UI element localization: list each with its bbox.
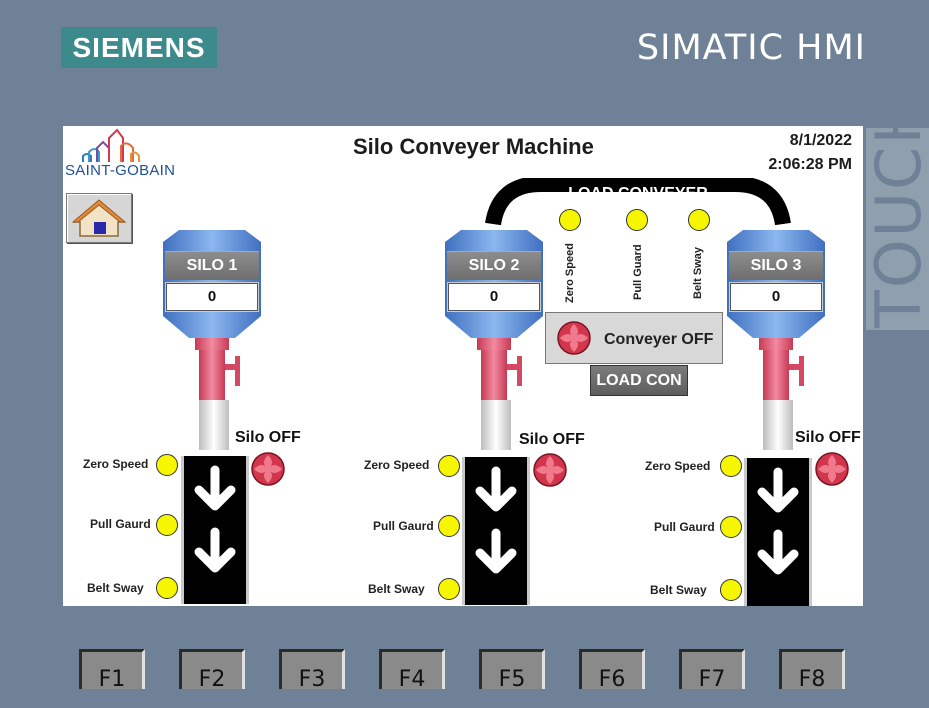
conveyer-sensor-label: Zero Speed	[564, 243, 576, 303]
silo-2-fan-icon	[533, 453, 567, 487]
silo-2-value: 0	[447, 282, 541, 312]
silo-3-status: Silo OFF	[795, 429, 861, 446]
silo-1-sensor-lamp	[156, 454, 178, 476]
silo-1-status: Silo OFF	[235, 429, 301, 446]
silo-3-value: 0	[729, 282, 823, 312]
company-name: SAINT-GOBAIN	[65, 162, 176, 179]
load-conveyer-title: LOAD CONVEYER	[568, 185, 708, 202]
silo-2-status: Silo OFF	[519, 431, 585, 448]
conveyer-sensor-lamp	[626, 209, 648, 231]
date-display: 8/1/2022	[789, 132, 852, 149]
silo-3-sensor-lamp	[720, 455, 742, 477]
silo-1-name: SILO 1	[165, 251, 259, 280]
silo-2-sensor-label: Belt Sway	[368, 582, 425, 596]
saint-gobain-logo: SAINT-GOBAIN	[65, 128, 185, 179]
silo-2-sensor-lamp	[438, 455, 460, 477]
time-display: 2:06:28 PM	[768, 156, 852, 173]
conveyer-fan-icon	[557, 321, 591, 355]
down-arrow-icons	[194, 465, 236, 573]
load-con-button[interactable]: LOAD CON	[590, 365, 688, 396]
silo-3-sensor-label: Pull Gaurd	[654, 520, 715, 534]
silo-3-sensor-lamp	[720, 579, 742, 601]
down-arrow-icons	[757, 467, 799, 575]
silo-2-sensor-label: Pull Gaurd	[373, 519, 434, 533]
silo-1-belt	[181, 456, 249, 604]
siemens-logo: SIEMENS	[61, 27, 217, 68]
conveyer-sensor-label: Pull Guard	[632, 244, 644, 300]
f4-key[interactable]: F4	[379, 649, 445, 692]
page-title: Silo Conveyer Machine	[353, 134, 594, 159]
down-arrow-icons	[475, 466, 517, 574]
silo-2-sensor-lamp	[438, 515, 460, 537]
f6-key[interactable]: F6	[579, 649, 645, 692]
silo-3-sensor-label: Zero Speed	[645, 459, 711, 473]
silo-2-name: SILO 2	[447, 251, 541, 280]
f7-key[interactable]: F7	[679, 649, 745, 692]
silo-3-belt	[744, 458, 812, 606]
f3-key[interactable]: F3	[279, 649, 345, 692]
saint-gobain-skyline-icon	[82, 128, 140, 162]
silo-1-sensor-lamp	[156, 577, 178, 599]
silo-1-fan-icon	[251, 452, 285, 486]
silo-1-sensor-label: Pull Gaurd	[90, 517, 151, 531]
silo-1-value: 0	[165, 282, 259, 312]
conveyer-status-text: Conveyer OFF	[604, 331, 714, 348]
silo-1-sensor-label: Zero Speed	[83, 457, 149, 471]
f5-key[interactable]: F5	[479, 649, 545, 692]
f2-key[interactable]: F2	[179, 649, 245, 692]
conveyer-sensor-lamp	[559, 209, 581, 231]
conveyer-arch	[485, 178, 791, 226]
conveyer-sensor-lamp	[688, 209, 710, 231]
silo-3-name: SILO 3	[729, 251, 823, 280]
hmi-screen: SAINT-GOBAIN Silo Conveyer Machine 8/1/2…	[63, 126, 863, 606]
f1-key[interactable]: F1	[79, 649, 145, 692]
silo-2-belt	[462, 457, 530, 605]
home-icon	[71, 199, 127, 237]
silo-2-sensor-label: Zero Speed	[364, 458, 430, 472]
home-button[interactable]	[66, 193, 132, 243]
silo-1-sensor-lamp	[156, 514, 178, 536]
simatic-hmi-label: SIMATIC HMI	[636, 28, 866, 68]
touch-label: TOUCH	[862, 96, 929, 330]
conveyer-sensor-label: Belt Sway	[692, 247, 704, 299]
silo-3-sensor-label: Belt Sway	[650, 583, 707, 597]
conveyer-status-panel: Conveyer OFF	[545, 312, 723, 364]
silo-1-sensor-label: Belt Sway	[87, 581, 144, 595]
silo-3-sensor-lamp	[720, 516, 742, 538]
silo-3-fan-icon	[815, 452, 849, 486]
silo-2-sensor-lamp	[438, 578, 460, 600]
f8-key[interactable]: F8	[779, 649, 845, 692]
